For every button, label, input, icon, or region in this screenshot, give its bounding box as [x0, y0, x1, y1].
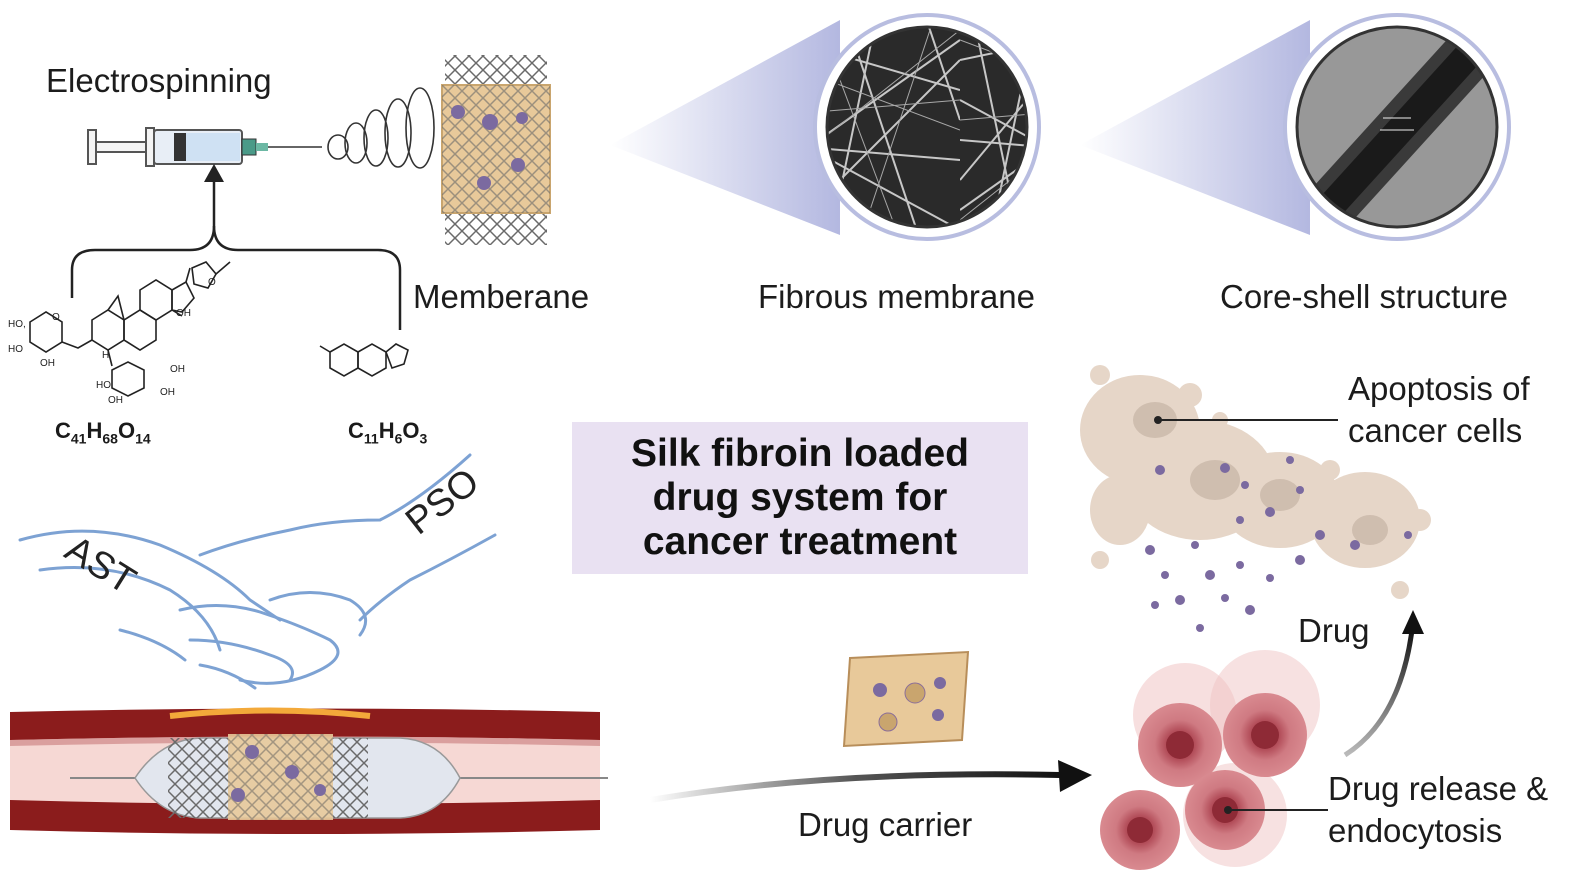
- molecule-merge-arrow: [70, 164, 402, 330]
- stent-membrane: [441, 55, 551, 245]
- drug-carrier-patch: [842, 650, 970, 748]
- label-drug-carrier: Drug carrier: [798, 806, 973, 843]
- mol-label: OH: [176, 308, 191, 319]
- label-release-2: endocytosis: [1328, 812, 1503, 849]
- label-apoptosis-1: Apoptosis of: [1348, 370, 1530, 407]
- magnify-cone-coreshell: [1080, 20, 1310, 235]
- mol-label: OH: [40, 358, 55, 369]
- apoptotic-cells: [1080, 365, 1431, 632]
- mol-label: OH: [160, 387, 175, 398]
- blood-vessel: [10, 707, 608, 834]
- mol-label: O: [52, 312, 60, 323]
- endocytosis-arrow: [1343, 610, 1424, 758]
- core-shell-image: [1283, 13, 1511, 241]
- label-memberane: Memberane: [413, 278, 590, 315]
- title-line-1: Silk fibroin loaded: [630, 432, 970, 475]
- mol-label: OH: [170, 364, 185, 375]
- pso-molecule-icon: [319, 343, 409, 377]
- title-line-3: cancer treatment: [642, 520, 958, 563]
- label-fibrous-membrane: Fibrous membrane: [758, 278, 1035, 315]
- magnify-cone-fibrous: [610, 20, 840, 235]
- label-drug: Drug: [1298, 612, 1370, 649]
- mol-label: HO: [96, 380, 111, 391]
- label-apoptosis-2: cancer cells: [1348, 412, 1523, 449]
- leader-dot: [1224, 806, 1232, 814]
- mol-label: O: [208, 277, 216, 288]
- mol-label: H: [102, 350, 109, 361]
- formula-pso: C11H6O3: [348, 418, 428, 447]
- mol-label: HO: [8, 344, 23, 355]
- label-release-1: Drug release &: [1328, 770, 1549, 807]
- leader-lines: [1158, 419, 1338, 811]
- title-box: Silk fibroin loaded drug system for canc…: [572, 422, 1028, 574]
- syringe-icon: [87, 127, 322, 167]
- electrospinning-jet: [327, 87, 435, 169]
- ast-molecule-labels: HO, HO OH O OH HO OH OH OH H O: [8, 277, 216, 406]
- handshake-icon: [18, 453, 497, 690]
- mol-label: OH: [108, 395, 123, 406]
- ast-molecule-icon: [29, 261, 231, 397]
- mol-label: HO,: [8, 319, 26, 330]
- label-core-shell: Core-shell structure: [1220, 278, 1508, 315]
- title-line-2: drug system for: [652, 476, 948, 519]
- fibrous-membrane-image: [813, 13, 1041, 241]
- label-electrospinning: Electrospinning: [46, 62, 272, 99]
- leader-dot: [1154, 416, 1162, 424]
- drug-carrier-arrow: [649, 760, 1092, 803]
- formula-ast: C41H68O14: [55, 418, 151, 447]
- cancer-cells: [1100, 650, 1320, 870]
